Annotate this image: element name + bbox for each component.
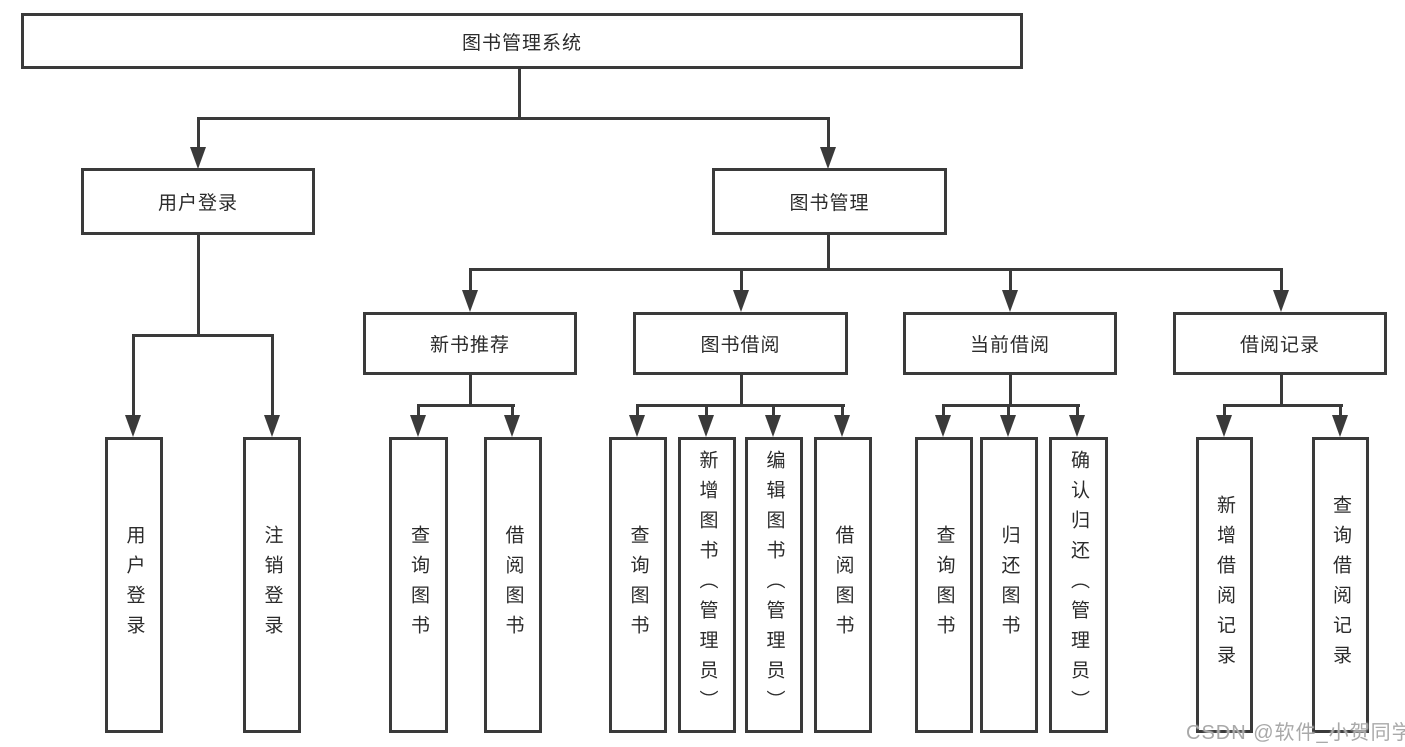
leaf-logout: 注销登录 — [243, 437, 301, 733]
connector-arrowhead — [698, 415, 714, 437]
connector-arrowhead — [834, 415, 850, 437]
node-book-borrowing: 图书借阅 — [633, 312, 848, 375]
connector-arm-leaf — [417, 404, 420, 415]
connector-root-branch — [197, 117, 830, 120]
connector-arrowhead — [765, 415, 781, 437]
leaf-query-books-recommend: 查询图书 — [389, 437, 448, 733]
connector-arrowhead — [1216, 415, 1232, 437]
connector-arm-leaf — [271, 334, 274, 415]
connector-group-branch — [942, 404, 1080, 407]
connector-arrowhead — [1332, 415, 1348, 437]
connector-group-branch — [636, 404, 845, 407]
connector-arrowhead — [190, 147, 206, 169]
connector-user-login-branch — [132, 334, 274, 337]
connector-arrowhead — [629, 415, 645, 437]
connector-arm-level3 — [469, 268, 472, 290]
leaf-query-books-borrow: 查询图书 — [609, 437, 667, 733]
leaf-return-books: 归还图书 — [980, 437, 1038, 733]
connector-arm-book-mgmt — [827, 117, 830, 147]
node-current-borrowing: 当前借阅 — [903, 312, 1117, 375]
connector-arm-leaf — [636, 404, 639, 415]
leaf-borrow-books: 借阅图书 — [814, 437, 872, 733]
connector-arm-level3 — [1280, 268, 1283, 290]
connector-arrowhead — [1002, 290, 1018, 312]
connector-group-stub — [1280, 375, 1283, 406]
connector-arm-user-login — [197, 117, 200, 147]
leaf-confirm-return-admin: 确认归还（管理员） — [1049, 437, 1108, 733]
node-book-management: 图书管理 — [712, 168, 947, 235]
node-borrowing-records: 借阅记录 — [1173, 312, 1387, 375]
connector-book-mgmt-stub — [827, 235, 830, 271]
connector-arrowhead — [462, 290, 478, 312]
node-new-book-recommendation: 新书推荐 — [363, 312, 577, 375]
leaf-add-borrow-record: 新增借阅记录 — [1196, 437, 1253, 733]
connector-arm-leaf — [841, 404, 844, 415]
connector-arm-leaf — [511, 404, 514, 415]
connector-arrowhead — [935, 415, 951, 437]
connector-group-branch — [1223, 404, 1343, 407]
connector-arrowhead — [264, 415, 280, 437]
leaf-query-borrow-record: 查询借阅记录 — [1312, 437, 1369, 733]
connector-arrowhead — [504, 415, 520, 437]
csdn-watermark: CSDN @软件_小贺同学 — [1186, 722, 1405, 744]
connector-arrowhead — [733, 290, 749, 312]
connector-arm-level3 — [740, 268, 743, 290]
leaf-edit-book-admin: 编辑图书（管理员） — [745, 437, 803, 733]
connector-arm-leaf — [132, 334, 135, 415]
connector-group-stub — [1009, 375, 1012, 406]
connector-arrowhead — [125, 415, 141, 437]
leaf-query-books-current: 查询图书 — [915, 437, 973, 733]
connector-arm-leaf — [1007, 404, 1010, 415]
connector-group-stub — [469, 375, 472, 406]
node-user-login: 用户登录 — [81, 168, 315, 235]
connector-arm-leaf — [942, 404, 945, 415]
connector-user-login-stub — [197, 235, 200, 336]
connector-arm-leaf — [1339, 404, 1342, 415]
connector-arm-leaf — [1223, 404, 1226, 415]
connector-arrowhead — [1273, 290, 1289, 312]
connector-arm-leaf — [1076, 404, 1079, 415]
connector-arrowhead — [1069, 415, 1085, 437]
connector-group-stub — [740, 375, 743, 406]
connector-arrowhead — [820, 147, 836, 169]
leaf-user-login: 用户登录 — [105, 437, 163, 733]
leaf-add-book-admin: 新增图书（管理员） — [678, 437, 736, 733]
connector-root-stub — [518, 69, 521, 118]
leaf-borrow-books-recommend: 借阅图书 — [484, 437, 542, 733]
connector-arrowhead — [410, 415, 426, 437]
connector-arrowhead — [1000, 415, 1016, 437]
connector-book-mgmt-branch — [469, 268, 1283, 271]
connector-arm-level3 — [1009, 268, 1012, 290]
node-root-system: 图书管理系统 — [21, 13, 1023, 69]
connector-arm-leaf — [705, 404, 708, 415]
connector-group-branch — [417, 404, 515, 407]
connector-arm-leaf — [772, 404, 775, 415]
